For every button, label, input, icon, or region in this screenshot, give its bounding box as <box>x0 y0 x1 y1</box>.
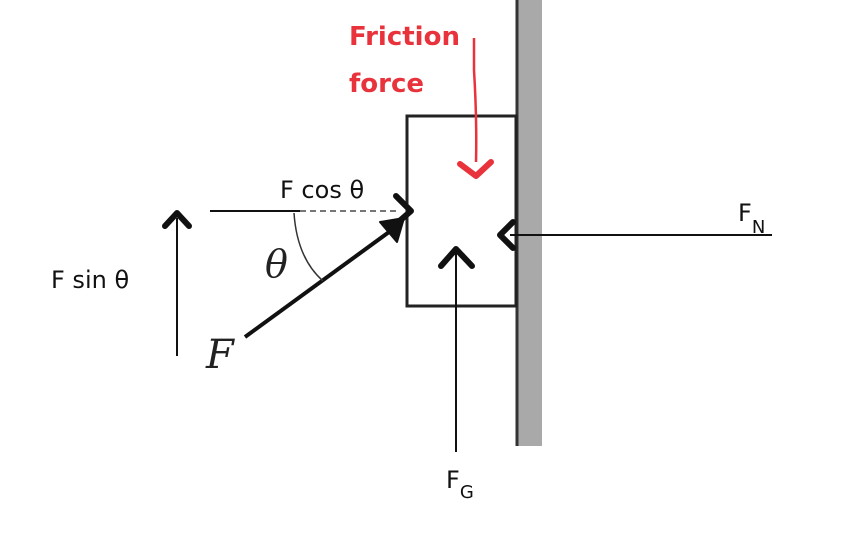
normal-force-label-sub: N <box>752 217 765 238</box>
friction-label-line2: force <box>349 69 424 99</box>
theta-arc <box>293 212 324 282</box>
force-f-label: F <box>205 332 235 378</box>
f-cos-label: F cos θ <box>280 176 364 204</box>
block <box>405 114 518 308</box>
friction-arrowhead <box>457 159 494 179</box>
normal-force-label-main: F <box>738 199 752 227</box>
friction-label-line1: Friction <box>349 22 460 52</box>
gravity-label-main: F <box>446 466 460 494</box>
f-sin-label: F sin θ <box>51 266 129 294</box>
friction-arrow-line <box>472 38 478 163</box>
gravity-label: FG <box>446 466 474 503</box>
normal-force-label: FN <box>738 199 765 238</box>
wall <box>517 0 542 446</box>
theta-label: θ <box>265 242 288 286</box>
gravity-arrowhead <box>438 246 475 269</box>
gravity-label-sub: G <box>460 482 474 503</box>
normal-force-arrowhead <box>497 219 516 251</box>
f-sin-arrowhead <box>162 210 192 229</box>
force-f-arrowhead <box>379 217 405 243</box>
